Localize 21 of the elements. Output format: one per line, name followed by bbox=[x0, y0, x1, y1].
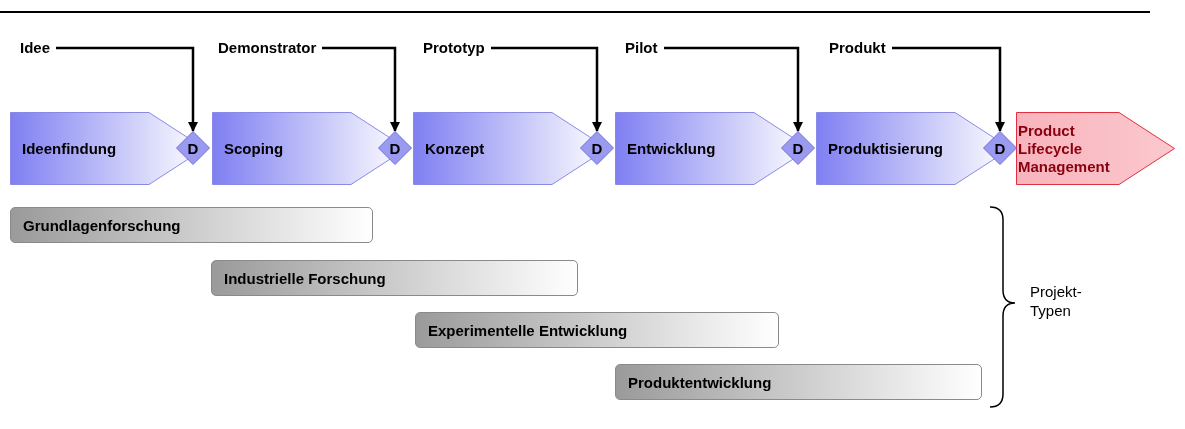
final-phase-banner: Product Lifecycle Management bbox=[1016, 112, 1175, 185]
milestone-label: Pilot bbox=[625, 39, 658, 57]
decision-diamond: D bbox=[378, 131, 412, 165]
decision-diamond: D bbox=[983, 131, 1017, 165]
arrow bbox=[491, 46, 602, 132]
milestone-label: Idee bbox=[20, 39, 50, 57]
milestone-label: Produkt bbox=[829, 39, 886, 57]
decision-diamond: D bbox=[580, 131, 614, 165]
milestone-label: Prototyp bbox=[423, 39, 485, 57]
decision-diamond: D bbox=[176, 131, 210, 165]
milestone-label: Demonstrator bbox=[218, 39, 317, 57]
decision-diamond: D bbox=[781, 131, 815, 165]
group-label: Projekt-Typen bbox=[1030, 282, 1083, 320]
project-type-bar: Produktentwicklung bbox=[615, 364, 982, 400]
project-type-bar: Grundlagenforschung bbox=[10, 207, 373, 243]
project-type-bar: Industrielle Forschung bbox=[211, 260, 578, 296]
arrow bbox=[664, 46, 803, 132]
arrow bbox=[322, 46, 400, 132]
arrow bbox=[56, 46, 198, 132]
arrow bbox=[892, 46, 1005, 132]
project-type-bar: Experimentelle Entwicklung bbox=[415, 312, 779, 348]
